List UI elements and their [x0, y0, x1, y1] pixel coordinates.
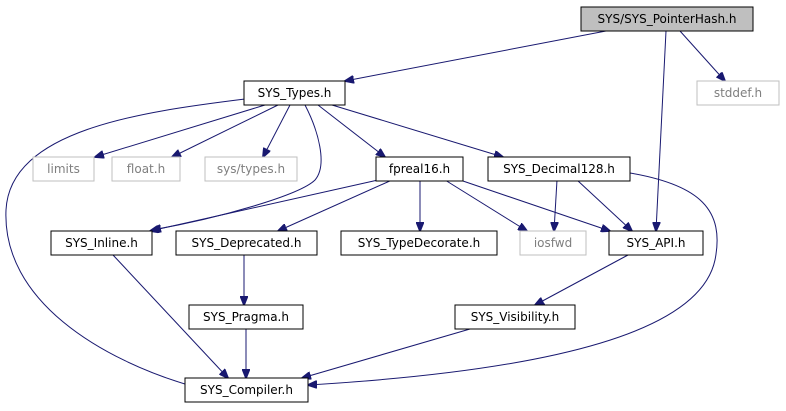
edge-decimal128-to-api — [576, 179, 632, 231]
edge-decimal128-to-compiler — [308, 172, 718, 385]
edge-types-to-compiler — [5, 98, 246, 387]
node-sys-types-system-label: sys/types.h — [217, 162, 285, 176]
node-sys-decimal128-label: SYS_Decimal128.h — [503, 162, 615, 176]
edge-fpreal16-to-api — [459, 179, 610, 231]
edge-fpreal16-to-inline — [150, 179, 379, 231]
edge-api-to-visibility — [535, 254, 629, 305]
node-sys-pointerhash-label: SYS/SYS_PointerHash.h — [598, 12, 737, 26]
edge-types-to-fpreal16 — [317, 104, 385, 157]
node-sys-api-label: SYS_API.h — [627, 236, 686, 250]
edge-fpreal16-to-iosfwd — [444, 179, 527, 231]
node-sys-visibility-label: SYS_Visibility.h — [471, 310, 560, 324]
node-sys-types-label: SYS_Types.h — [258, 86, 332, 100]
node-sys-types-system[interactable]: sys/types.h — [204, 156, 298, 182]
node-sys-compiler-label: SYS_Compiler.h — [200, 383, 293, 397]
node-sys-deprecated[interactable]: SYS_Deprecated.h — [175, 230, 318, 256]
node-sys-compiler[interactable]: SYS_Compiler.h — [184, 377, 309, 403]
node-fpreal16[interactable]: fpreal16.h — [375, 156, 464, 182]
edge-pointerhash-to-api — [656, 30, 667, 231]
edge-fpreal16-to-deprecated — [278, 179, 393, 231]
node-sys-pointerhash[interactable]: SYS/SYS_PointerHash.h — [580, 6, 754, 32]
edge-inline-to-compiler — [112, 254, 228, 378]
node-float-label: float.h — [127, 162, 165, 176]
node-iosfwd[interactable]: iosfwd — [519, 230, 587, 256]
edge-types-to-limits — [95, 104, 266, 157]
node-sys-inline[interactable]: SYS_Inline.h — [50, 230, 153, 256]
node-sys-deprecated-label: SYS_Deprecated.h — [192, 236, 302, 250]
node-sys-decimal128[interactable]: SYS_Decimal128.h — [487, 156, 631, 182]
edge-types-to-float — [172, 104, 279, 157]
node-float[interactable]: float.h — [111, 156, 181, 182]
edges-layer — [5, 30, 725, 387]
node-sys-visibility[interactable]: SYS_Visibility.h — [454, 304, 576, 330]
node-sys-pragma[interactable]: SYS_Pragma.h — [188, 304, 304, 330]
node-stddef[interactable]: stddef.h — [696, 80, 780, 106]
edge-types-to-decimal128 — [331, 104, 503, 157]
edge-decimal128-to-iosfwd — [554, 179, 557, 231]
node-limits[interactable]: limits — [32, 156, 95, 182]
nodes-layer: SYS/SYS_PointerHash.h SYS_Types.h stddef… — [32, 6, 780, 403]
node-sys-api[interactable]: SYS_API.h — [608, 230, 704, 256]
edge-types-to-systypes — [263, 104, 291, 157]
node-fpreal16-label: fpreal16.h — [389, 162, 450, 176]
node-iosfwd-label: iosfwd — [534, 236, 572, 250]
node-stddef-label: stddef.h — [714, 86, 762, 100]
edge-pointerhash-to-types — [345, 30, 607, 81]
node-sys-inline-label: SYS_Inline.h — [65, 236, 138, 250]
edge-visibility-to-compiler — [302, 328, 471, 378]
node-sys-types[interactable]: SYS_Types.h — [243, 80, 346, 106]
node-sys-pragma-label: SYS_Pragma.h — [203, 310, 289, 324]
node-sys-typedecorate-label: SYS_TypeDecorate.h — [358, 236, 480, 250]
node-sys-typedecorate[interactable]: SYS_TypeDecorate.h — [340, 230, 498, 256]
edge-pointerhash-to-stddef — [679, 30, 725, 81]
node-limits-label: limits — [47, 162, 80, 176]
